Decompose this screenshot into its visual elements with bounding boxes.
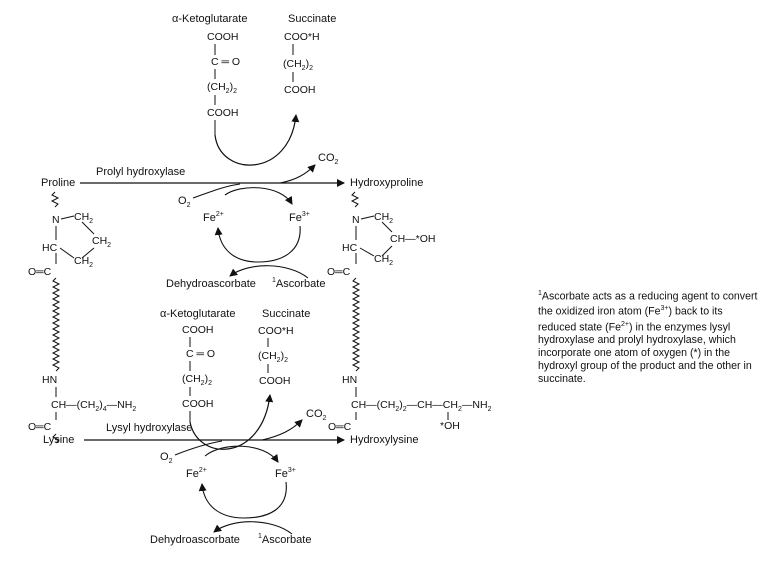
svg-text:O═C: O═C [327,266,351,278]
lysine-residue-structure: HN CH—(CH2)4—NH2 O═C [28,374,136,444]
svg-text:(CH2)2: (CH2)2 [182,373,212,387]
akg-cooh-top: COOH [207,31,239,43]
alpha-ketoglutarate-label: α-Ketoglutarate [172,13,247,25]
proline-label: Proline [41,177,75,189]
dehydroascorbate-label-2: Dehydroascorbate [150,534,240,546]
top-reaction: α-Ketoglutarate COOH C ═ O (CH2)2 COOH S… [41,13,423,290]
fe2-label-2: Fe2+ [186,467,207,480]
alpha-ketoglutarate-label-2: α-Ketoglutarate [160,308,235,320]
lysine-label: Lysine [43,434,74,446]
prolyl-hydroxylase-label: Prolyl hydroxylase [96,166,185,178]
fe3-to-fe2-arrow-2 [198,481,287,519]
fe3-label: Fe3+ [289,211,310,224]
succ-cooh: COOH [284,84,316,96]
svg-text:HC: HC [342,242,358,254]
svg-text:HC: HC [42,242,58,254]
co2-out-arrow-2 [261,419,303,441]
svg-text:*OH: *OH [440,420,460,432]
svg-text:N: N [52,214,60,226]
svg-text:O═C: O═C [28,266,52,278]
bottom-reaction: α-Ketoglutarate COOH C ═ O (CH2)2 COOH S… [43,308,418,546]
ascorbate-to-dehydroascorbate-arrow-2 [213,521,293,535]
svg-text:CH2: CH2 [74,255,93,269]
co2-out-arrow [279,164,316,184]
svg-text:CH—*OH: CH—*OH [390,233,436,245]
o2-in-arrow-2 [174,440,223,456]
svg-text:COOH: COOH [182,324,214,336]
svg-text:CH2: CH2 [74,211,93,225]
hydroxylysine-residue-structure: HN CH—(CH2)2—CH—CH2—NH2 *OH O═C [328,374,492,433]
svg-text:O═C: O═C [28,421,52,433]
succ-coo-star-h: COO*H [284,31,320,43]
svg-text:COOH: COOH [182,398,214,410]
svg-text:COO*H: COO*H [258,325,294,337]
fe2-to-fe3-arrow-2 [204,445,279,463]
svg-text:CH—(CH2)2—CH—CH2—NH2: CH—(CH2)2—CH—CH2—NH2 [351,399,492,413]
akg-to-succinate-arrow-2 [189,394,274,450]
svg-text:CH2: CH2 [374,211,393,225]
ascorbate-footnote: 1Ascorbate acts as a reducing agent to c… [538,290,758,386]
proline-residue-structure: N CH2 CH2 CH2 HC O═C [28,191,111,372]
hydroxyproline-label: Hydroxyproline [350,177,423,189]
svg-text:HN: HN [42,374,57,386]
akg-ketone: C ═ O [211,56,240,68]
ascorbate-to-dehydroascorbate-arrow [229,265,309,279]
o2-in-arrow [192,183,241,199]
succinate-label: Succinate [288,13,336,25]
svg-text:COOH: COOH [259,375,291,387]
dehydroascorbate-label: Dehydroascorbate [166,278,256,290]
o2-label: O2 [178,195,191,209]
succ-ch2: (CH2)2 [283,58,313,72]
lysyl-hydroxylase-label: Lysyl hydroxylase [106,422,192,434]
ascorbate-label: 1Ascorbate [272,277,325,290]
co2-label: CO2 [318,152,339,166]
svg-text:CH2: CH2 [92,235,111,249]
hydroxyproline-residue-structure: N CH2 CH—*OH CH2 HC O═C [327,191,436,372]
svg-text:(CH2)2: (CH2)2 [258,350,288,364]
co2-label-2: CO2 [306,408,327,422]
ascorbate-label-2: 1Ascorbate [258,533,311,546]
svg-text:N: N [352,214,360,226]
svg-text:C ═ O: C ═ O [186,348,215,360]
svg-text:CH—(CH2)4—NH2: CH—(CH2)4—NH2 [51,399,136,413]
fe2-label: Fe2+ [203,211,224,224]
hydroxylysine-label: Hydroxylysine [350,434,418,446]
o2-label-2: O2 [160,451,173,465]
svg-text:CH2: CH2 [374,253,393,267]
svg-text:O═C: O═C [328,421,352,433]
akg-to-succinate-arrow [214,114,300,166]
fe3-label-2: Fe3+ [275,467,296,480]
succinate-label-2: Succinate [262,308,310,320]
akg-ch2: (CH2)2 [207,81,237,95]
fe3-to-fe2-arrow [214,225,301,263]
akg-cooh-bottom: COOH [207,107,239,119]
fe2-to-fe3-arrow [224,187,293,205]
svg-text:HN: HN [342,374,357,386]
